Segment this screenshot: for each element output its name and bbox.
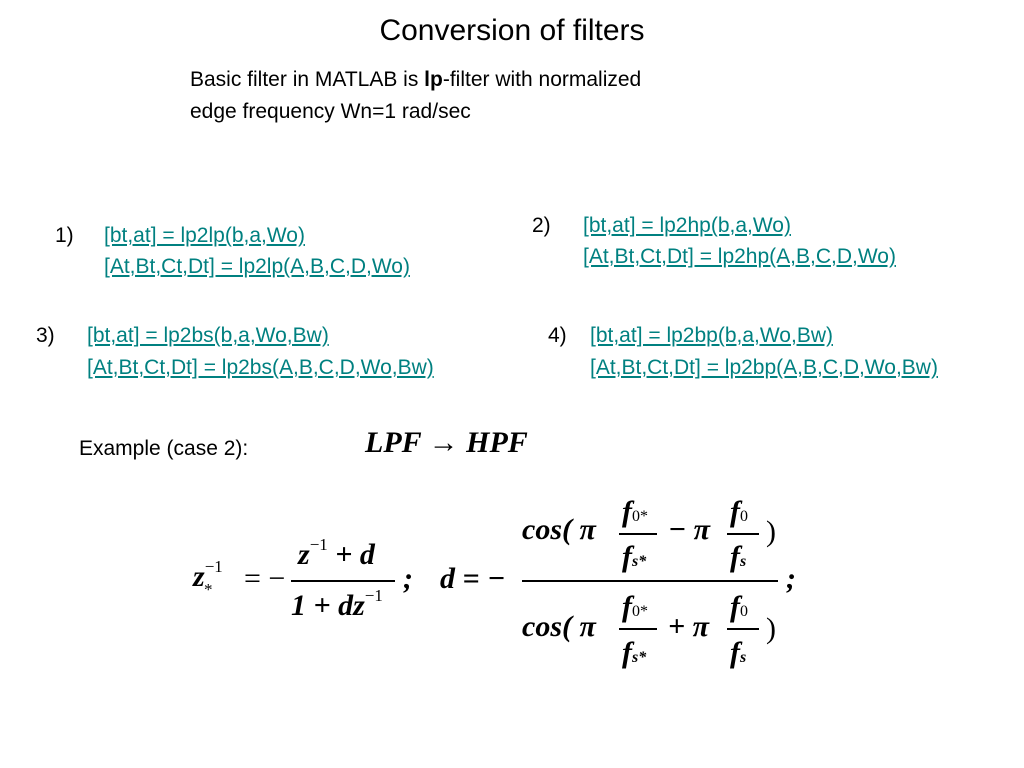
f-s-sub-bot: s — [740, 649, 747, 666]
denominator-fsstar: fs* — [622, 636, 646, 670]
inner-fraction-bar-2 — [727, 533, 759, 535]
subtitle-line-2: edge frequency Wn=1 rad/sec — [190, 100, 471, 123]
formula-2-semicolon: ; — [786, 562, 796, 595]
lhs-sup: −1 — [204, 557, 223, 576]
f-0star-bot: f — [622, 590, 632, 623]
item-3-cmd-ss-link[interactable]: [At,Bt,Ct,Dt] = lp2bs(A,B,C,D,Wo,Bw) — [87, 356, 434, 379]
denominator-plus-pi: + π — [668, 610, 709, 643]
num-z: z — [298, 538, 310, 571]
numerator-f0: f0 — [730, 495, 748, 529]
f-0-sub-top: 0 — [740, 508, 748, 525]
denominator-f0: f0 — [730, 590, 748, 624]
f-0-top: f — [730, 495, 740, 528]
numerator-minus-pi: − π — [668, 513, 711, 546]
formula-1-semicolon: ; — [403, 562, 413, 595]
inner-fraction-bar-4 — [727, 628, 759, 630]
formula-1-numerator: z−1 + d — [298, 535, 375, 572]
f-0-sub-bot: 0 — [740, 603, 748, 620]
example-label: Example (case 2): — [79, 437, 249, 460]
numerator-close-paren: ) — [766, 515, 776, 548]
numerator-fs: fs — [730, 540, 746, 574]
item-2-cmd-ss-link[interactable]: [At,Bt,Ct,Dt] = lp2hp(A,B,C,D,Wo) — [583, 245, 896, 268]
subtitle-bold-lp: lp — [424, 68, 443, 91]
subtitle-text-a: Basic filter in MATLAB is — [190, 68, 425, 91]
formula-2-d-equals-minus: d = − — [440, 562, 506, 595]
f-sstar-sub-top: s* — [632, 553, 647, 570]
inner-fraction-bar-1 — [619, 533, 657, 535]
inner-fraction-bar-3 — [619, 628, 657, 630]
item-4-number: 4) — [548, 324, 567, 347]
slide-title: Conversion of filters — [379, 14, 645, 47]
item-3-cmd-tf-link[interactable]: [bt,at] = lp2bs(b,a,Wo,Bw) — [87, 324, 329, 347]
f-sstar-top: f — [622, 540, 632, 573]
f-sstar-bot: f — [622, 636, 632, 669]
formula-1-fraction-bar — [291, 580, 395, 582]
formula-2-main-fraction-bar — [522, 580, 778, 582]
denominator-close-paren: ) — [766, 612, 776, 645]
formula-lhs-z: z−1 — [193, 557, 223, 594]
item-2-cmd-tf-link[interactable]: [bt,at] = lp2hp(b,a,Wo) — [583, 214, 791, 237]
f-sstar-sub-bot: s* — [632, 649, 647, 666]
item-1-cmd-ss-link[interactable]: [At,Bt,Ct,Dt] = lp2lp(A,B,C,D,Wo) — [104, 255, 410, 278]
item-1-number: 1) — [55, 224, 74, 247]
lhs-z: z — [193, 560, 205, 593]
numerator-cos-open: cos( π — [522, 513, 596, 546]
f-0star-top: f — [622, 495, 632, 528]
denominator-fs: fs — [730, 636, 746, 670]
f-0star-sub-top: 0* — [632, 508, 648, 525]
lhs-sub-star: * — [204, 580, 213, 599]
item-3-number: 3) — [36, 324, 55, 347]
formula-1-denominator: 1 + dz−1 — [291, 586, 383, 623]
f-s-bot: f — [730, 636, 740, 669]
f-s-top: f — [730, 540, 740, 573]
numerator-fsstar: fs* — [622, 540, 646, 574]
formula-1-equals-minus: = − — [244, 562, 286, 595]
f-0star-sub-bot: 0* — [632, 603, 648, 620]
den-dz-sup: −1 — [364, 586, 383, 605]
item-4-cmd-tf-link[interactable]: [bt,at] = lp2bp(b,a,Wo,Bw) — [590, 324, 833, 347]
subtitle-line-1: Basic filter in MATLAB is lp-filter with… — [190, 68, 641, 92]
numerator-f0star: f0* — [622, 495, 648, 529]
denominator-cos-open: cos( π — [522, 610, 596, 643]
f-0-bot: f — [730, 590, 740, 623]
item-2-number: 2) — [532, 214, 551, 237]
subtitle-text-b: -filter with normalized — [442, 68, 642, 91]
f-s-sub-top: s — [740, 553, 747, 570]
item-1-cmd-tf-link[interactable]: [bt,at] = lp2lp(b,a,Wo) — [104, 224, 305, 247]
lpf-to-hpf-expression: LPF → HPF — [365, 426, 528, 459]
num-z-sup: −1 — [309, 535, 328, 554]
den-1-dz: 1 + dz — [291, 589, 365, 622]
item-4-cmd-ss-link[interactable]: [At,Bt,Ct,Dt] = lp2bp(A,B,C,D,Wo,Bw) — [590, 356, 938, 379]
num-plus-d: + d — [327, 538, 375, 571]
denominator-f0star: f0* — [622, 590, 648, 624]
